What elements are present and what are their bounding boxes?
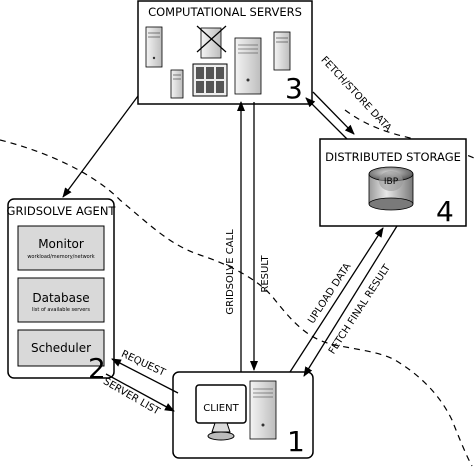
monitor-component: Monitor workload/memory/network [17, 225, 105, 271]
label-server-list: SERVER LIST [101, 376, 162, 418]
client-label: CLIENT [203, 403, 239, 414]
database-component: Database list of available servers [17, 277, 105, 323]
client-number: 1 [287, 425, 305, 458]
distributed-storage-number: 4 [436, 195, 454, 228]
arrow-storage-to-servers [305, 97, 348, 140]
server-icon [145, 26, 163, 68]
computational-servers-number: 3 [285, 72, 303, 105]
monitor-title: Monitor [38, 237, 84, 251]
client-box: CLIENT 1 [172, 371, 314, 459]
server-offline-icon [196, 25, 227, 59]
computational-servers-title: COMPUTATIONAL SERVERS [148, 5, 302, 19]
arrow-servers-to-storage [312, 91, 355, 135]
server-icon [273, 31, 291, 71]
arrow-server-list [105, 373, 175, 412]
ibp-label: IBP [384, 177, 399, 187]
server-icon-large [234, 37, 262, 95]
database-title: Database [32, 291, 89, 305]
gridsolve-agent-box: GRIDSOLVE AGENT Monitor workload/memory/… [7, 198, 117, 385]
label-upload-data: UPLOAD DATA [306, 261, 353, 326]
arrow-request [111, 358, 179, 394]
scheduler-title: Scheduler [31, 341, 91, 355]
database-subtitle: list of available servers [32, 307, 90, 313]
label-result: RESULT [260, 254, 271, 292]
arrow-upload-data [289, 227, 384, 373]
server-icon [170, 69, 184, 99]
distributed-storage-title: DISTRIBUTED STORAGE [325, 150, 461, 164]
client-tower-icon [249, 380, 277, 440]
monitor-icon [195, 384, 247, 441]
monitor-subtitle: workload/memory/network [27, 254, 94, 260]
network-boundary-dashed [0, 139, 473, 467]
gridsolve-agent-title: GRIDSOLVE AGENT [7, 204, 117, 218]
arrow-servers-to-agent [62, 95, 139, 198]
gridsolve-agent-number: 2 [88, 352, 106, 385]
network-boundary-dashed-top [344, 109, 474, 159]
label-gridsolve-call: GRIDSOLVE CALL [225, 229, 236, 315]
arrow-fetch-final-result [303, 225, 398, 377]
ibp-storage-icon [368, 166, 414, 211]
server-cluster-icon [192, 63, 228, 97]
computational-servers-box: COMPUTATIONAL SERVERS [137, 0, 313, 105]
distributed-storage-box: DISTRIBUTED STORAGE IBP 4 [319, 138, 467, 228]
scheduler-component: Scheduler [17, 329, 105, 367]
